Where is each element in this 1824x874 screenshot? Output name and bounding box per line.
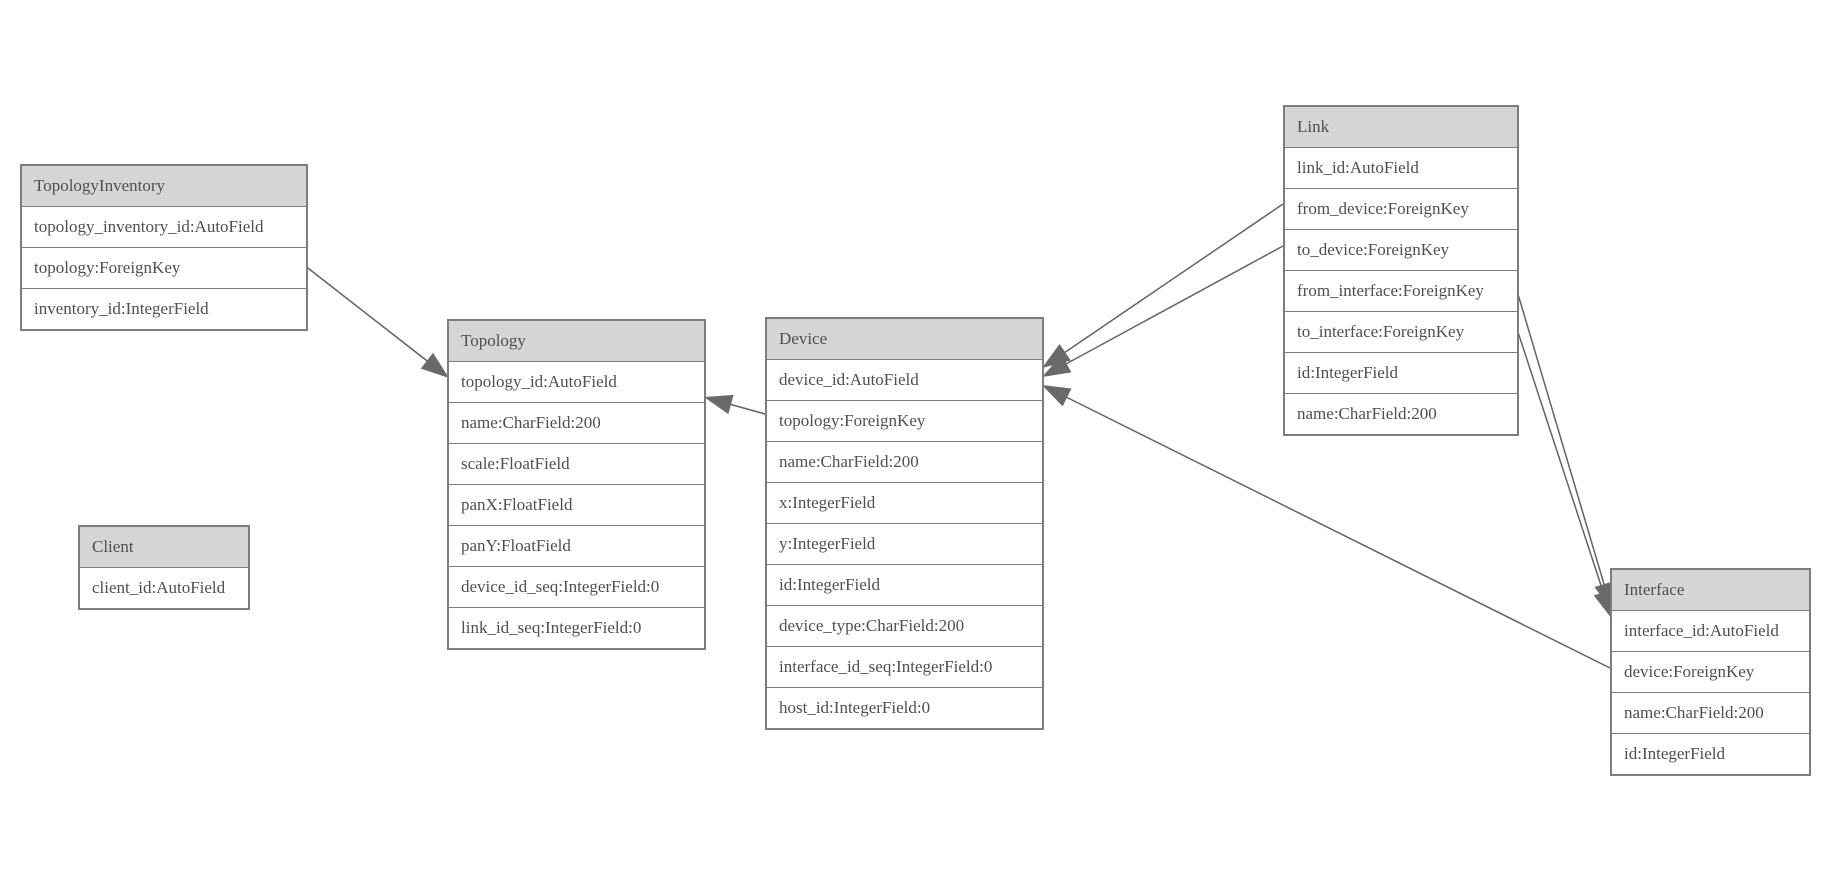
field-row: id:IntegerField	[767, 564, 1042, 605]
field-row: from_device:ForeignKey	[1285, 188, 1517, 229]
field-row: interface_id_seq:IntegerField:0	[767, 646, 1042, 687]
entity-title: Client	[80, 527, 248, 567]
relation-arrowhead	[1042, 354, 1072, 377]
relation-line	[1041, 384, 1611, 669]
field-row: id:IntegerField	[1612, 733, 1809, 774]
field-row: name:CharField:200	[1285, 393, 1517, 434]
relation-line	[1514, 322, 1613, 620]
field-row: client_id:AutoField	[80, 567, 248, 608]
field-row: device_id:AutoField	[767, 359, 1042, 400]
field-row: topology_inventory_id:AutoField	[22, 206, 306, 247]
entity-title: Interface	[1612, 570, 1809, 610]
relation-line	[1041, 203, 1284, 369]
field-row: to_device:ForeignKey	[1285, 229, 1517, 270]
field-row: inventory_id:IntegerField	[22, 288, 306, 329]
relation-line	[1514, 283, 1613, 612]
field-row: y:IntegerField	[767, 523, 1042, 564]
field-row: name:CharField:200	[449, 402, 704, 443]
field-row: host_id:IntegerField:0	[767, 687, 1042, 728]
relation-arrowhead	[420, 352, 449, 378]
field-row: interface_id:AutoField	[1612, 610, 1809, 651]
field-row: scale:FloatField	[449, 443, 704, 484]
field-row: name:CharField:200	[1612, 692, 1809, 733]
relation-line	[303, 264, 450, 379]
field-row: to_interface:ForeignKey	[1285, 311, 1517, 352]
field-row: link_id_seq:IntegerField:0	[449, 607, 704, 648]
field-row: name:CharField:200	[767, 441, 1042, 482]
field-row: panX:FloatField	[449, 484, 704, 525]
field-row: x:IntegerField	[767, 482, 1042, 523]
field-row: topology_id:AutoField	[449, 361, 704, 402]
entity-title: Topology	[449, 321, 704, 361]
field-row: device_type:CharField:200	[767, 605, 1042, 646]
entity-title: TopologyInventory	[22, 166, 306, 206]
field-row: topology:ForeignKey	[22, 247, 306, 288]
field-row: link_id:AutoField	[1285, 147, 1517, 188]
field-row: from_interface:ForeignKey	[1285, 270, 1517, 311]
relation-arrowhead	[1042, 385, 1072, 407]
field-row: id:IntegerField	[1285, 352, 1517, 393]
entity-title: Link	[1285, 107, 1517, 147]
relation-arrowhead	[704, 394, 734, 415]
field-row: panY:FloatField	[449, 525, 704, 566]
field-row: device_id_seq:IntegerField:0	[449, 566, 704, 607]
entity-title: Device	[767, 319, 1042, 359]
field-row: topology:ForeignKey	[767, 400, 1042, 441]
relation-line	[1041, 245, 1284, 378]
field-row: device:ForeignKey	[1612, 651, 1809, 692]
relation-arrowhead	[1593, 589, 1613, 619]
